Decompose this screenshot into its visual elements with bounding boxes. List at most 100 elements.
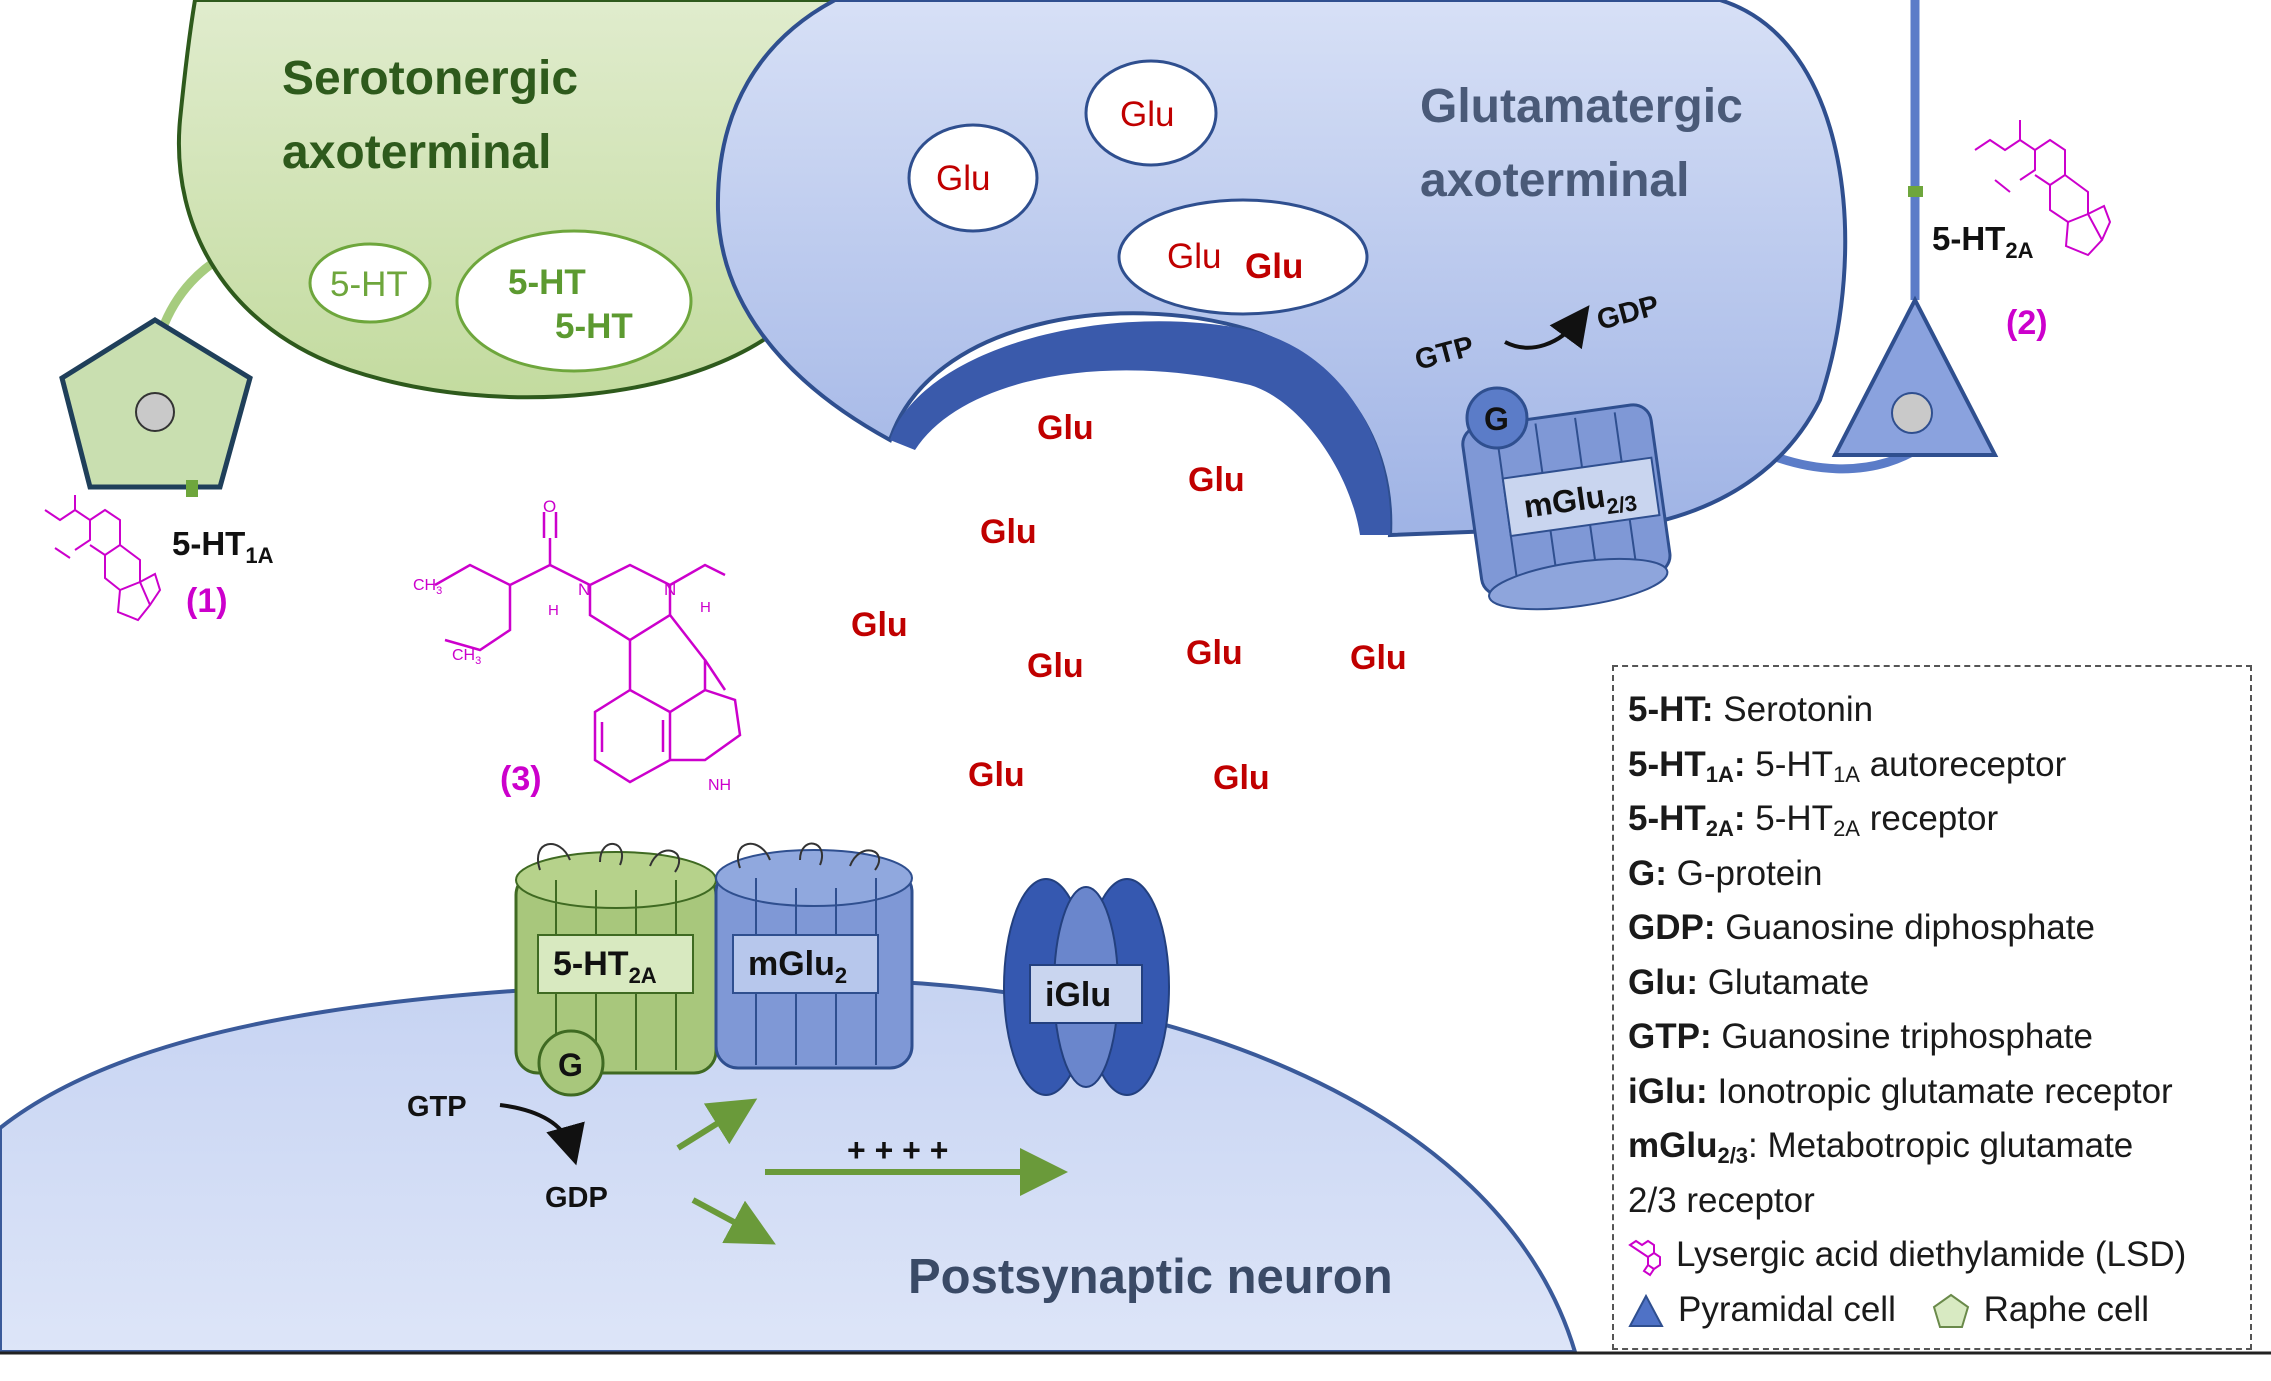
- legend-term: Glu:: [1628, 962, 1698, 1002]
- serotonergic-title-1: Serotonergic: [282, 52, 578, 105]
- vesicle-5ht-label: 5-HT: [330, 265, 408, 304]
- legend-desc: 5-HT: [1745, 799, 1834, 838]
- pyramidal-cell-icon: [1628, 1294, 1664, 1328]
- legend-term: 5-HT: [1628, 744, 1706, 784]
- legend: 5-HT: Serotonin 5-HT1A: 5-HT1A autorecep…: [1612, 665, 2252, 1350]
- legend-sep: :: [1733, 799, 1746, 838]
- glu-label: Glu: [1245, 247, 1303, 286]
- svg-text:CH3: CH3: [452, 647, 481, 667]
- legend-term: 5-HT: [1628, 799, 1706, 838]
- glu-vesicle-1: [1084, 59, 1218, 167]
- glu-label: Glu: [1120, 95, 1174, 134]
- glu-label: Glu: [1037, 409, 1094, 447]
- legend-term-sub: 1A: [1705, 761, 1734, 787]
- mglu2-receptor: [714, 842, 914, 1070]
- legend-term: GTP:: [1628, 1017, 1712, 1056]
- legend-term: mGlu: [1628, 1126, 1718, 1165]
- legend-row-gdp: GDP: Guanosine diphosphate: [1628, 901, 2250, 956]
- glu-label: Glu: [1188, 461, 1245, 499]
- gtp-gdp-arrow: [1504, 305, 1590, 350]
- glu-vesicle-2: [907, 123, 1039, 233]
- active-zone: [890, 321, 1391, 535]
- legend-desc-tail: autoreceptor: [1859, 744, 2067, 784]
- legend-row-g: G: G-protein: [1628, 847, 2250, 902]
- glu-label: Glu: [1027, 647, 1084, 685]
- legend-row-gtp: GTP: Guanosine triphosphate: [1628, 1010, 2250, 1065]
- lsd-molecule-small-1: [44, 495, 162, 622]
- glu-label: Glu: [980, 513, 1037, 551]
- g-protein-presynaptic: [1465, 386, 1529, 450]
- signal-arrow-up: [676, 1098, 758, 1151]
- g-protein-postsynaptic: [537, 1029, 605, 1097]
- lsd-molecule-small-2: [1974, 120, 2112, 257]
- mglu23-receptor: mGlu2/3: [1461, 403, 1672, 611]
- 5ht2a-label-2: 5-HT: [1932, 220, 2005, 257]
- g-label: G: [1484, 401, 1509, 437]
- svg-text:5-HT1A: 5-HT1A: [172, 525, 274, 568]
- glu-label: Glu: [1186, 634, 1243, 672]
- glu-label: Glu: [1213, 759, 1270, 797]
- 5ht1a-label: 5-HT: [172, 525, 245, 562]
- legend-desc: Metabotropic glutamate: [1757, 1126, 2134, 1165]
- legend-desc: Raphe cell: [1983, 1289, 2149, 1329]
- lsd-molecule-large-3: [434, 512, 742, 784]
- glu-label: Glu: [968, 756, 1025, 794]
- glu-label: Glu: [851, 606, 908, 644]
- gtp-gdp-arrow: [499, 1103, 585, 1166]
- plus-signs: + + + +: [847, 1132, 948, 1168]
- gdp-label: GDP: [545, 1182, 608, 1214]
- nitrogen-label: N: [664, 580, 676, 599]
- hydrogen-label: H: [700, 599, 711, 616]
- serotonin-vesicle-1: [308, 242, 432, 324]
- legend-term: G:: [1628, 853, 1667, 893]
- 5ht2a-sub: 2A: [629, 963, 657, 988]
- nitrogen-label: N: [578, 580, 590, 599]
- glutamatergic-title-1: Glutamatergic: [1420, 80, 1743, 133]
- postsynaptic-label: Postsynaptic neuron: [908, 1250, 1393, 1304]
- iglu-receptor: [1003, 878, 1170, 1096]
- svg-text:5-HT2A: 5-HT2A: [1932, 220, 2034, 263]
- svg-text:mGlu2: mGlu2: [748, 945, 847, 988]
- legend-term: 5-HT:: [1628, 690, 1714, 729]
- vesicle-5ht-label: 5-HT: [555, 307, 633, 346]
- glu-label: Glu: [1167, 237, 1221, 276]
- legend-row-lsd: Lysergic acid diethylamide (LSD): [1628, 1228, 2250, 1283]
- svg-text:CH3: CH3: [413, 577, 442, 597]
- legend-desc: 5-HT: [1745, 744, 1834, 784]
- lsd-molecule-icon: [1628, 1239, 1661, 1277]
- legend-row-iglu: iGlu: Ionotropic glutamate receptor: [1628, 1065, 2250, 1120]
- 5ht2a-marker-2: [1908, 186, 1923, 197]
- mglu23-sub: 2/3: [1605, 490, 1639, 519]
- g-label: G: [558, 1047, 583, 1083]
- glu-label: Glu: [1350, 639, 1407, 677]
- raphe-cell-icon: [1932, 1294, 1969, 1329]
- ch3-label: CH: [413, 577, 436, 594]
- signal-arrow-down: [691, 1197, 776, 1245]
- legend-row-5ht2a: 5-HT2A: 5-HT2A receptor: [1628, 792, 2250, 847]
- legend-desc: G-protein: [1666, 853, 1823, 893]
- marker-2: (2): [2006, 304, 2048, 342]
- ch3-label: CH: [452, 647, 475, 664]
- iglu-label: iGlu: [1045, 976, 1111, 1014]
- mglu2-label: mGlu: [748, 945, 835, 983]
- marker-1: (1): [186, 582, 228, 620]
- legend-row-mglu-cont: 2/3 receptor: [1628, 1180, 1815, 1220]
- pyramidal-cell: [1831, 295, 1999, 457]
- glu-vesicle-3: [1117, 198, 1369, 316]
- svg-text:5-HT2A: 5-HT2A: [553, 945, 657, 988]
- legend-row-5ht1a: 5-HT1A: 5-HT1A autoreceptor: [1628, 738, 2250, 793]
- 5ht1a-marker-1: [186, 480, 198, 497]
- legend-desc: Guanosine diphosphate: [1715, 908, 2095, 947]
- legend-desc: Lysergic acid diethylamide (LSD): [1676, 1235, 2187, 1274]
- legend-term-sub: 2/3: [1717, 1143, 1749, 1168]
- oxygen-label: O: [543, 497, 556, 516]
- ch3-sub: 3: [475, 655, 481, 667]
- legend-desc-tail: receptor: [1859, 799, 1999, 838]
- marker-3: (3): [500, 760, 542, 798]
- legend-desc: Glutamate: [1697, 962, 1870, 1002]
- legend-desc: Pyramidal cell: [1678, 1289, 1896, 1329]
- nh-label: NH: [708, 777, 731, 794]
- legend-row-5ht: 5-HT: Serotonin: [1628, 683, 2250, 738]
- legend-desc: Serotonin: [1713, 690, 1874, 729]
